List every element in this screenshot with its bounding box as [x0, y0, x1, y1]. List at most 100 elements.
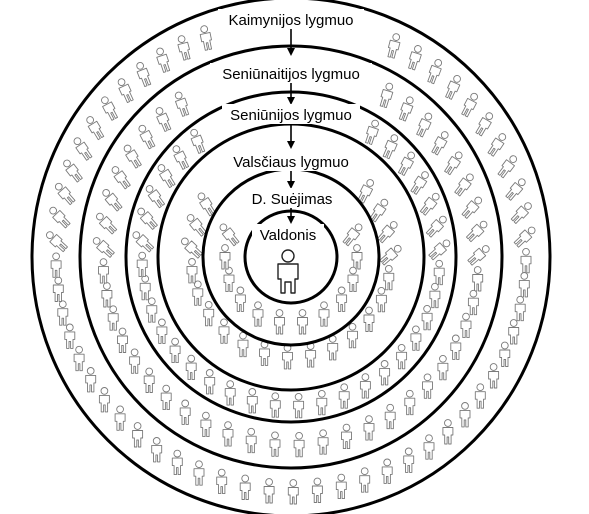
person-icon [414, 110, 435, 139]
person-icon [359, 373, 371, 399]
person-icon [351, 244, 363, 270]
person-icon [396, 343, 408, 370]
person-icon [46, 204, 72, 230]
person-icon [222, 421, 234, 447]
person-icon [341, 221, 366, 248]
person-icon [341, 423, 352, 450]
person-icon [305, 342, 317, 368]
person-icon [297, 309, 308, 335]
person-icon [442, 149, 466, 177]
person-icon [204, 369, 216, 395]
person-icon [135, 122, 157, 151]
person-icon [93, 210, 119, 236]
person-icon [293, 431, 305, 458]
person-icon [218, 318, 230, 344]
person-icon [375, 286, 387, 313]
person-icon [466, 242, 493, 268]
label-seniunijos: Seniūnijos lygmuo [230, 107, 352, 124]
label-valsciaus: Valsčiaus lygmuo [233, 154, 349, 171]
person-icon [379, 360, 391, 386]
person-icon [425, 57, 445, 85]
person-icon [151, 437, 163, 463]
person-icon [73, 345, 85, 372]
person-icon [485, 130, 509, 158]
person-icon [193, 460, 205, 486]
person-icon [410, 325, 422, 351]
person-icon [509, 199, 535, 226]
person-icon [60, 157, 85, 184]
person-icon [216, 221, 241, 248]
person-icon [160, 384, 172, 411]
person-icon [132, 422, 144, 448]
ring-kaimynijos [30, 0, 552, 514]
person-icon [108, 163, 133, 191]
person-icon [347, 322, 358, 349]
person-icon [133, 60, 153, 88]
person-icon [274, 309, 285, 335]
ruler-figure-icon [277, 249, 299, 294]
person-icon [263, 478, 275, 504]
person-icon [223, 266, 235, 293]
person-icon [375, 218, 401, 245]
person-icon [450, 334, 462, 360]
person-icon [512, 223, 539, 249]
person-icon [187, 127, 207, 155]
person-icon [429, 129, 452, 157]
person-icon [422, 373, 433, 399]
person-icon [269, 431, 281, 457]
person-icon [318, 301, 330, 327]
person-icon [172, 90, 191, 118]
person-icon [427, 236, 453, 262]
person-icon [52, 180, 77, 207]
person-icon [115, 76, 136, 104]
person-icon [146, 297, 158, 323]
person-icon [460, 312, 472, 339]
person-icon [293, 392, 305, 419]
person-icon [452, 171, 477, 198]
person-icon [418, 190, 443, 217]
person-icon [98, 258, 109, 284]
person-icon [421, 304, 433, 331]
person-icon [246, 388, 258, 414]
person-icon [198, 24, 214, 52]
person-icon [520, 247, 532, 274]
person-icon [156, 318, 168, 344]
person-icon [317, 429, 329, 455]
person-icon [64, 323, 76, 349]
person-icon [499, 341, 511, 367]
person-icon [383, 264, 395, 291]
person-icon [408, 168, 432, 196]
label-suejimas: D. Suėjimas [252, 191, 333, 208]
person-icon [363, 415, 375, 441]
person-icon [171, 449, 183, 476]
person-icon [459, 402, 471, 428]
person-icon [192, 280, 204, 306]
person-icon [287, 479, 299, 505]
person-icon [50, 252, 62, 278]
person-icon [219, 244, 231, 270]
person-icon [518, 272, 530, 298]
person-icon [90, 234, 117, 260]
person-icon [175, 34, 193, 62]
person-icon [380, 132, 401, 160]
person-icon [234, 286, 246, 312]
person-icon [153, 46, 172, 74]
person-icon [442, 419, 454, 445]
person-icon [121, 142, 144, 170]
person-icon [311, 477, 323, 503]
person-icon [57, 300, 69, 326]
person-icon [98, 387, 110, 413]
person-icon [381, 458, 393, 484]
person-icon [245, 427, 257, 454]
person-icon [424, 213, 450, 239]
label-kaimynijos: Kaimynijos lygmuo [228, 12, 353, 29]
person-icon [179, 399, 191, 425]
person-icon [136, 251, 148, 278]
level-labels: Kaimynijos lygmuo Seniūnaitijos lygmuo S… [210, 9, 372, 244]
person-icon [335, 473, 347, 500]
person-icon [203, 300, 215, 327]
person-icon [316, 389, 328, 416]
person-icon [429, 282, 441, 309]
person-icon [259, 340, 270, 366]
